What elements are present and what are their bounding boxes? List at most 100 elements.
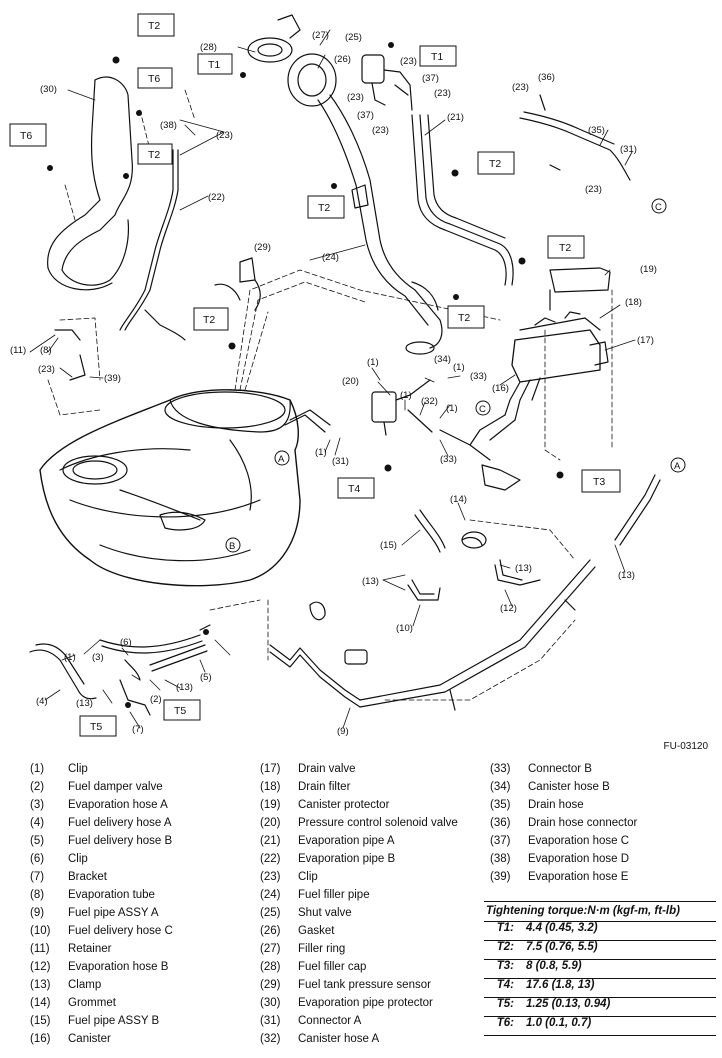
legend-number: (12) (30, 961, 51, 973)
legend-number: (17) (260, 763, 281, 775)
fuel-pipe-assy (269, 474, 661, 711)
callout: (16) (492, 383, 509, 394)
svg-text:T6: T6 (20, 130, 32, 142)
callout: (24) (322, 252, 339, 263)
dashed-guides (47, 89, 613, 701)
torque-value: 1.0 (0.1, 0.7) (526, 1017, 592, 1029)
callout: (37) (357, 110, 374, 121)
svg-text:T2: T2 (458, 312, 470, 324)
torque-row: T4: 17.6 (1.8, 13) (484, 979, 716, 998)
callout: (31) (620, 144, 637, 155)
legend-item: (22)Evaporation pipe B (254, 853, 458, 871)
legend-label: Evaporation pipe protector (298, 997, 433, 1009)
torque-row: T5:1.25 (0.13, 0.94) (484, 998, 716, 1017)
legend-item: (2)Fuel damper valve (24, 781, 173, 799)
legend-item: (17)Drain valve (254, 763, 458, 781)
legend-item: (11)Retainer (24, 943, 173, 961)
evaporation-pipe-b (119, 149, 186, 341)
callout: (27) (312, 30, 329, 41)
torque-tag: T2 (193, 307, 229, 331)
torque-tag: T2 (307, 195, 345, 219)
legend-column-3: (33)Connector B (34)Canister hose B (35)… (484, 763, 637, 889)
torque-value: 8 (0.8, 5.9) (526, 960, 582, 972)
callout: (2) (150, 694, 162, 705)
legend-column-2: (17)Drain valve (18)Drain filter (19)Can… (254, 763, 458, 1051)
torque-tag: T2 (447, 305, 485, 329)
fuel-delivery-hoses (29, 624, 211, 716)
canister (469, 267, 611, 446)
svg-text:A: A (674, 461, 681, 472)
legend-label: Evaporation hose B (68, 961, 169, 973)
legend-label: Fuel delivery hose B (68, 835, 173, 847)
torque-table-header: Tightening torque:N·m (kgf-m, ft-lb) (484, 901, 716, 922)
callout: (13) (176, 682, 193, 693)
callout: (1) (367, 357, 379, 368)
callout: (31) (332, 456, 349, 467)
marker-a: A (670, 457, 686, 473)
callout: (9) (337, 726, 349, 737)
callout: (23) (216, 130, 233, 141)
callout: (1) (453, 362, 465, 373)
legend-label: Clamp (68, 979, 102, 991)
figure-id: FU-03120 (663, 741, 708, 752)
callout: (1) (64, 652, 76, 663)
legend-label: Fuel filler cap (298, 961, 367, 973)
svg-text:T2: T2 (489, 158, 501, 170)
fuel-tank (39, 389, 301, 587)
torque-value: 4.4 (0.45, 3.2) (526, 922, 598, 934)
callout: (32) (421, 396, 438, 407)
evaporation-pipe-protector (47, 76, 133, 291)
legend-label: Connector A (298, 1015, 362, 1027)
legend-label: Grommet (68, 997, 116, 1009)
legend-item: (38)Evaporation hose D (484, 853, 637, 871)
evaporation-hose-e (54, 329, 86, 381)
callout: (3) (92, 652, 104, 663)
legend-item: (36)Drain hose connector (484, 817, 637, 835)
legend-number: (9) (30, 907, 45, 919)
legend-number: (34) (490, 781, 511, 793)
legend-item: (7)Bracket (24, 871, 173, 889)
callout: (25) (345, 32, 362, 43)
legend-number: (31) (260, 1015, 281, 1027)
legend-label: Evaporation hose A (68, 799, 168, 811)
legend-item: (8)Evaporation tube (24, 889, 173, 907)
svg-text:B: B (229, 541, 235, 552)
legend-item: (31) Connector A (254, 1015, 458, 1033)
torque-value: 17.6 (1.8, 13) (526, 979, 595, 991)
legend-number: (28) (260, 961, 281, 973)
legend-number: (19) (260, 799, 281, 811)
callout: (15) (380, 540, 397, 551)
legend-label: Clip (68, 853, 88, 865)
legend-item: (12) Evaporation hose B (24, 961, 173, 979)
torque-tag: T1 (197, 53, 233, 75)
legend-number: (39) (490, 871, 511, 883)
legend-item: (37)Evaporation hose C (484, 835, 637, 853)
torque-key: T4: (496, 979, 514, 991)
legend-label: Canister protector (298, 799, 390, 811)
legend-number: (35) (490, 799, 511, 811)
callout: (13) (618, 570, 635, 581)
legend-label: Pressure control solenoid valve (298, 817, 458, 829)
legend-label: Drain hose connector (528, 817, 638, 829)
callout: (13) (362, 576, 379, 587)
svg-text:T2: T2 (559, 242, 571, 254)
callout: (23) (512, 82, 529, 93)
legend-number: (1) (30, 763, 45, 775)
torque-tag: T5 (163, 699, 201, 721)
torque-tag: T2 (137, 143, 173, 165)
legend-label: Evaporation tube (68, 889, 155, 901)
legend-label: Canister hose A (298, 1033, 380, 1045)
callout: (33) (440, 454, 457, 465)
marker-c: C (651, 198, 667, 214)
callout: (37) (422, 73, 439, 84)
svg-text:T4: T4 (348, 483, 360, 495)
callout: (29) (254, 242, 271, 253)
legend-number: (16) (30, 1033, 51, 1045)
reference-markers: A A B C C (225, 198, 686, 553)
callout: (28) (200, 42, 217, 53)
callout: (38) (160, 120, 177, 131)
callout: (13) (515, 563, 532, 574)
legend-number: (33) (490, 763, 511, 775)
legend-number: (3) (30, 799, 45, 811)
callout: (1) (315, 447, 327, 458)
